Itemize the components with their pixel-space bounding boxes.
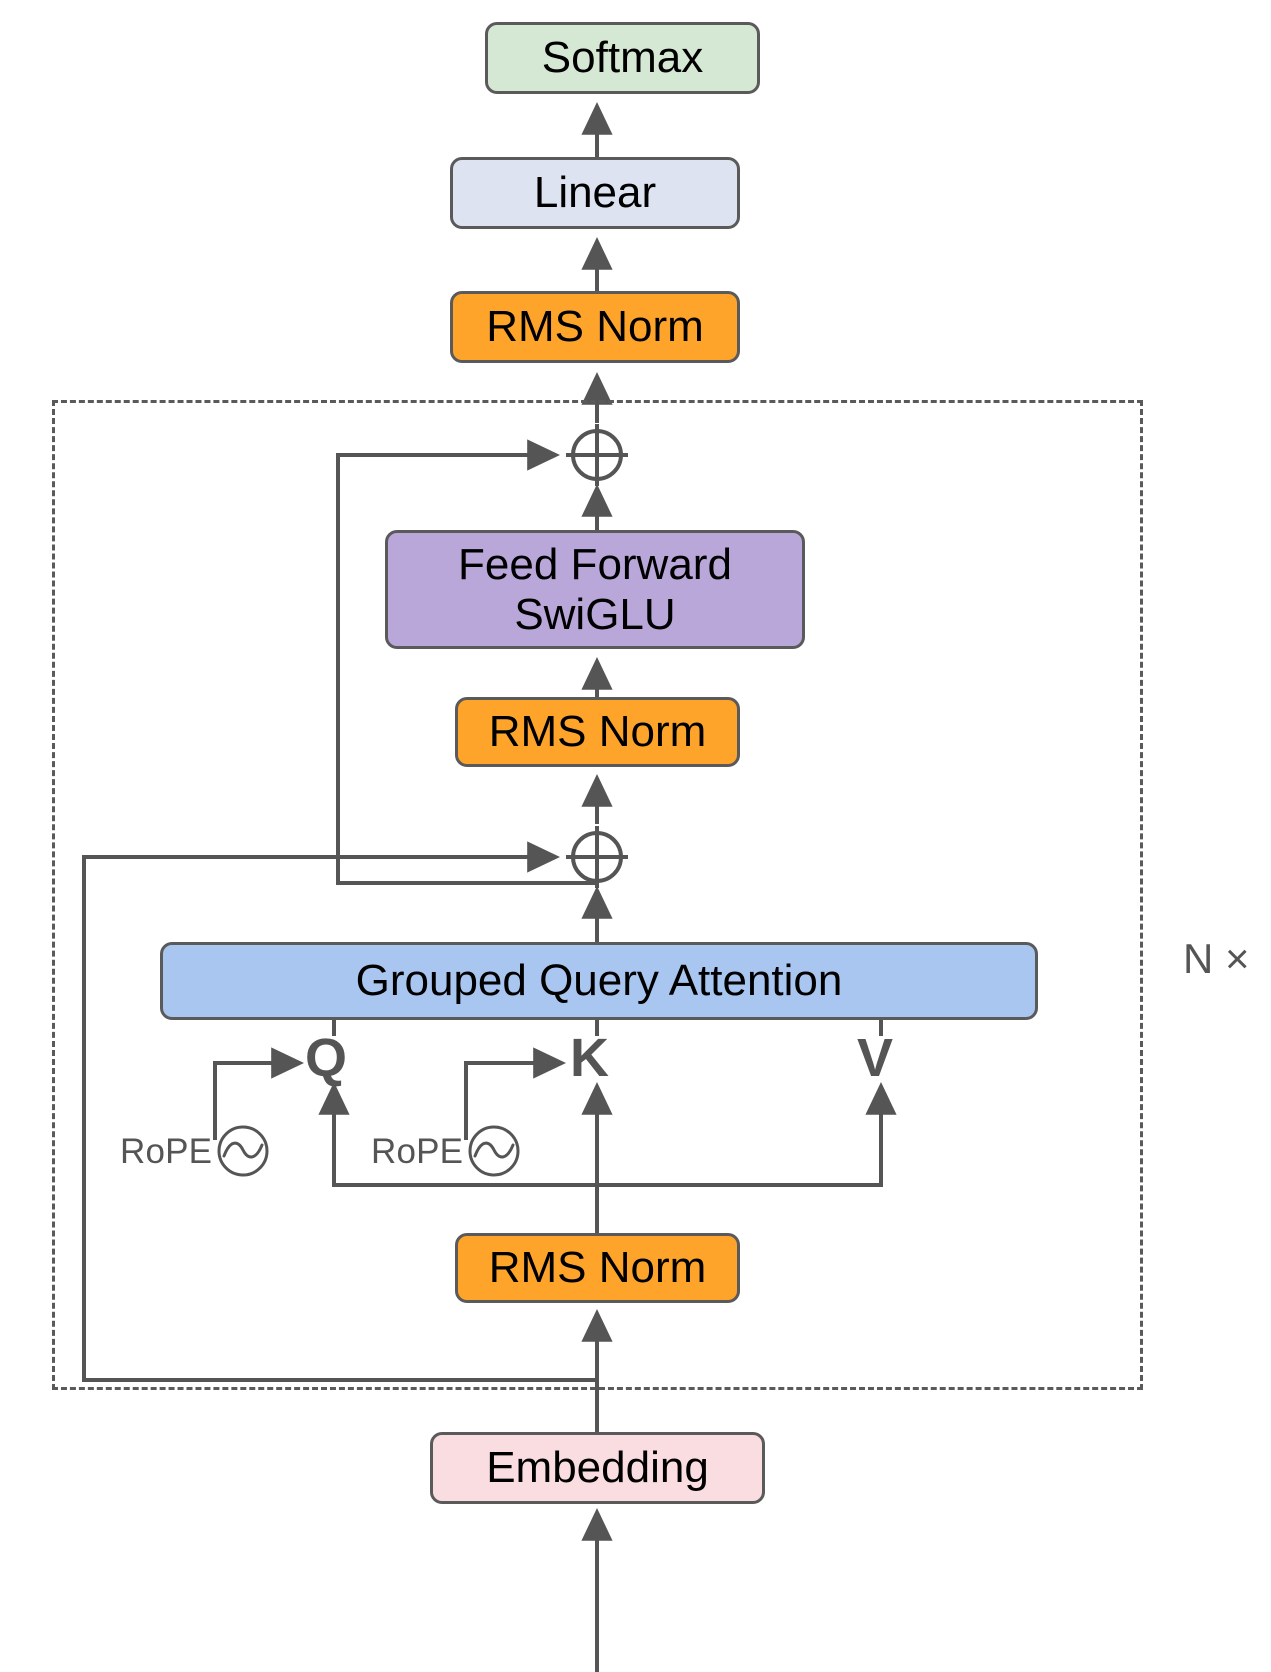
block-rms-norm-top-label: RMS Norm [486,302,704,352]
block-embedding-label: Embedding [486,1443,709,1493]
block-feed-forward-line1: Feed Forward [458,540,732,590]
block-rms-norm-bottom-label: RMS Norm [488,1243,707,1293]
rope-q-label: RoPE [120,1131,213,1171]
block-linear-label: Linear [533,168,657,218]
rope-k[interactable]: RoPE [371,1124,521,1178]
block-softmax[interactable]: Softmax [485,22,760,94]
block-softmax-label: Softmax [541,33,704,83]
block-embedding[interactable]: Embedding [430,1432,765,1504]
block-grouped-query-attention[interactable]: Grouped Query Attention [160,942,1038,1020]
block-rms-norm-top[interactable]: RMS Norm [450,291,740,363]
branch-to-v [597,1081,897,1187]
residual-attention-path [82,841,597,1382]
sine-wave-circle-icon [468,1125,520,1177]
rope-q[interactable]: RoPE [120,1124,270,1178]
arrow-rope-k-to-k [464,1047,567,1140]
block-rms-norm-bottom[interactable]: RMS Norm [455,1233,740,1303]
projection-label-v: V [857,1028,894,1088]
residual-ffn-path [336,439,597,885]
projection-label-q: Q [305,1028,348,1088]
block-feed-forward-swiglu[interactable]: Feed Forward SwiGLU [385,530,805,649]
branch-to-q [318,1081,597,1187]
sine-wave-circle-icon [217,1125,269,1177]
block-rms-norm-mid-label: RMS Norm [488,707,707,757]
rope-k-label: RoPE [371,1131,464,1171]
operator-add-ffn [566,424,628,486]
arrow-rope-q-to-q [213,1047,305,1140]
repeat-count-label: N × [1183,935,1250,982]
operator-add-attention [566,826,628,888]
block-rms-norm-mid[interactable]: RMS Norm [455,697,740,767]
block-linear[interactable]: Linear [450,157,740,229]
block-feed-forward-line2: SwiGLU [514,589,676,639]
projection-label-k: K [570,1028,609,1088]
block-grouped-query-attention-label: Grouped Query Attention [355,956,843,1006]
